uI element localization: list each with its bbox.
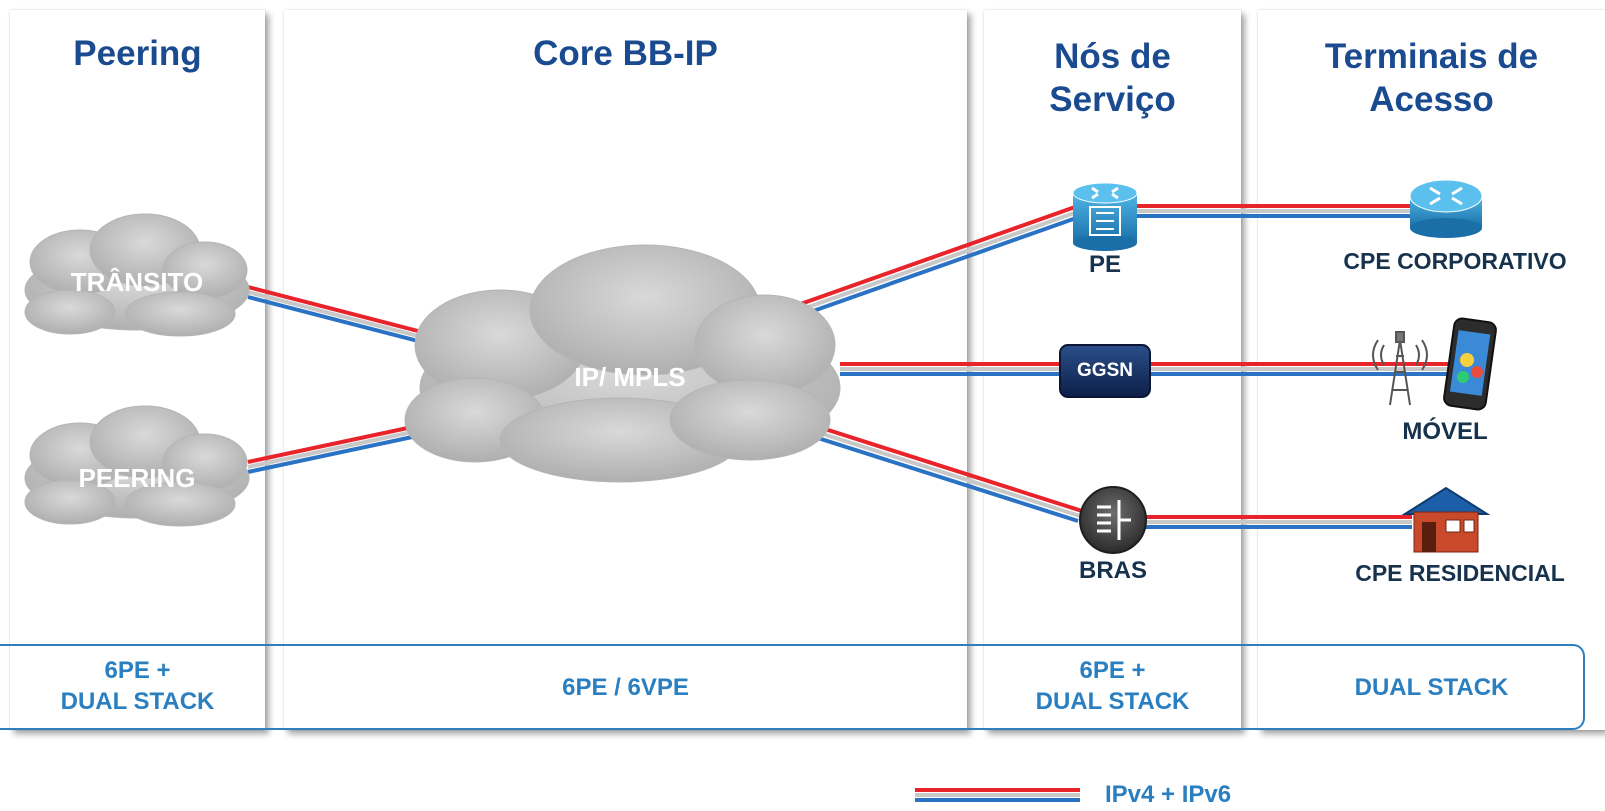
cloud-transito — [24, 213, 250, 337]
column-title-peering: Peering — [73, 34, 202, 73]
protocol-band — [0, 644, 1585, 730]
cloud-label-transito: TRÂNSITO — [70, 267, 204, 297]
pe-router-icon — [1072, 182, 1138, 251]
column-title-service-nodes: Nós de Serviço — [1049, 37, 1176, 119]
column-title-terminals: Terminais de Acesso — [1324, 37, 1539, 119]
house-icon — [1401, 486, 1491, 553]
link-ggsn-movel — [1150, 362, 1462, 376]
ggsn-icon — [1059, 344, 1151, 398]
link-pe-corporativo — [1110, 204, 1410, 218]
legend-label: IPv4 + IPv6 — [1105, 781, 1232, 808]
terminal-label-movel: MÓVEL — [1402, 418, 1488, 445]
node-label-ggsn: GGSN — [1077, 360, 1133, 381]
cpe-corporativo-icon — [1409, 179, 1483, 238]
footer-terminals: DUAL STACK — [1354, 674, 1509, 701]
cloud-peering — [24, 405, 250, 527]
link-bras-residencial — [1110, 515, 1412, 529]
cloud-label-core: IP/ MPLS — [574, 362, 686, 392]
panel-peering: Peering — [10, 10, 265, 730]
bras-icon — [1079, 486, 1147, 554]
cloud-label-peering: PEERING — [78, 463, 196, 493]
footer-core: 6PE / 6VPE — [562, 674, 689, 701]
cloud-core — [404, 244, 841, 483]
cell-tower-icon — [1372, 331, 1428, 406]
terminal-label-corporativo: CPE CORPORATIVO — [1343, 248, 1567, 274]
link-transito-core — [247, 285, 446, 350]
link-core-bras — [795, 419, 1083, 523]
footer-service-nodes: 6PE + DUAL STACK — [1035, 657, 1190, 715]
node-label-pe: PE — [1088, 251, 1121, 278]
smartphone-icon — [1443, 317, 1497, 411]
legend-swatch — [915, 788, 1080, 802]
node-label-bras: BRAS — [1078, 557, 1147, 584]
column-title-core: Core BB-IP — [533, 34, 718, 73]
terminal-label-residencial: CPE RESIDENCIAL — [1355, 560, 1565, 586]
footer-peering: 6PE + DUAL STACK — [60, 657, 215, 715]
link-core-pe — [794, 205, 1080, 318]
